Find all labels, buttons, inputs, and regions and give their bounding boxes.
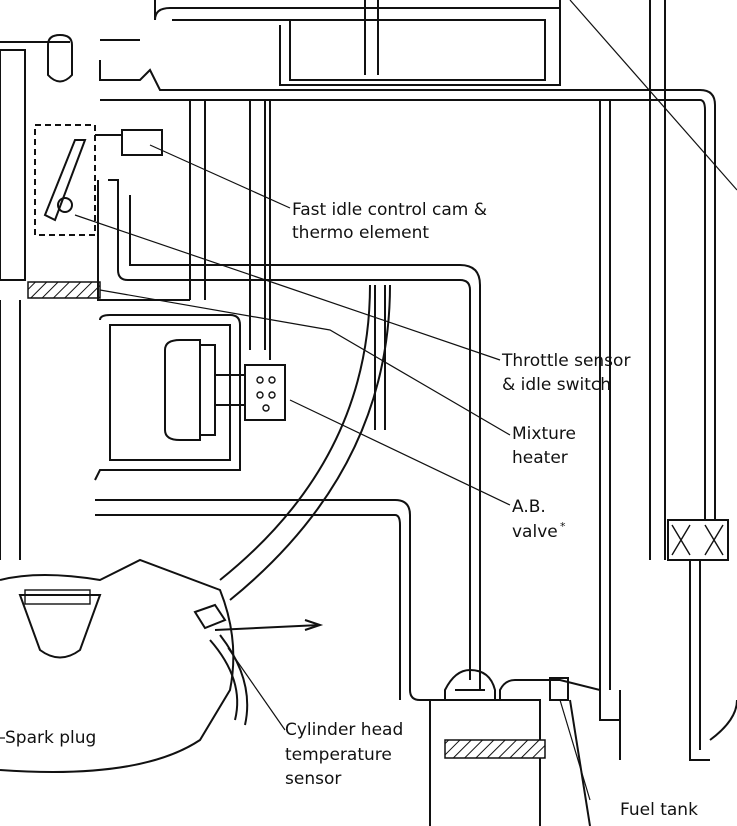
label-mixture-line2: heater [512, 448, 568, 468]
label-ab-line1: A.B. [512, 497, 546, 517]
label-ab-line2: valve [512, 522, 558, 542]
label-ab-asterisk: * [560, 520, 566, 533]
leader-lines [0, 0, 737, 801]
label-cylinder-line1: Cylinder head [285, 720, 403, 740]
fuel-system [429, 519, 737, 826]
frame-lines [189, 100, 611, 690]
label-fuel-tank: Fuel tank [620, 800, 698, 820]
label-spark-plug: Spark plug [5, 728, 96, 748]
label-fast-idle-line2: thermo element [292, 223, 429, 243]
label-fast-idle-line1: Fast idle control cam & [292, 200, 487, 220]
label-throttle-line2: & idle switch [502, 375, 611, 395]
labels: Fast idle control cam & thermo element T… [5, 200, 698, 820]
intake-manifold-pipes [0, 0, 716, 560]
mixture-heater-block [94, 314, 286, 481]
label-cylinder-line3: sensor [285, 769, 341, 789]
label-mixture-line1: Mixture [512, 424, 576, 444]
label-cylinder-line2: temperature [285, 745, 392, 765]
combustion-chamber [0, 284, 440, 773]
label-throttle-line1: Throttle sensor [501, 351, 630, 371]
throttle-body [0, 33, 481, 690]
